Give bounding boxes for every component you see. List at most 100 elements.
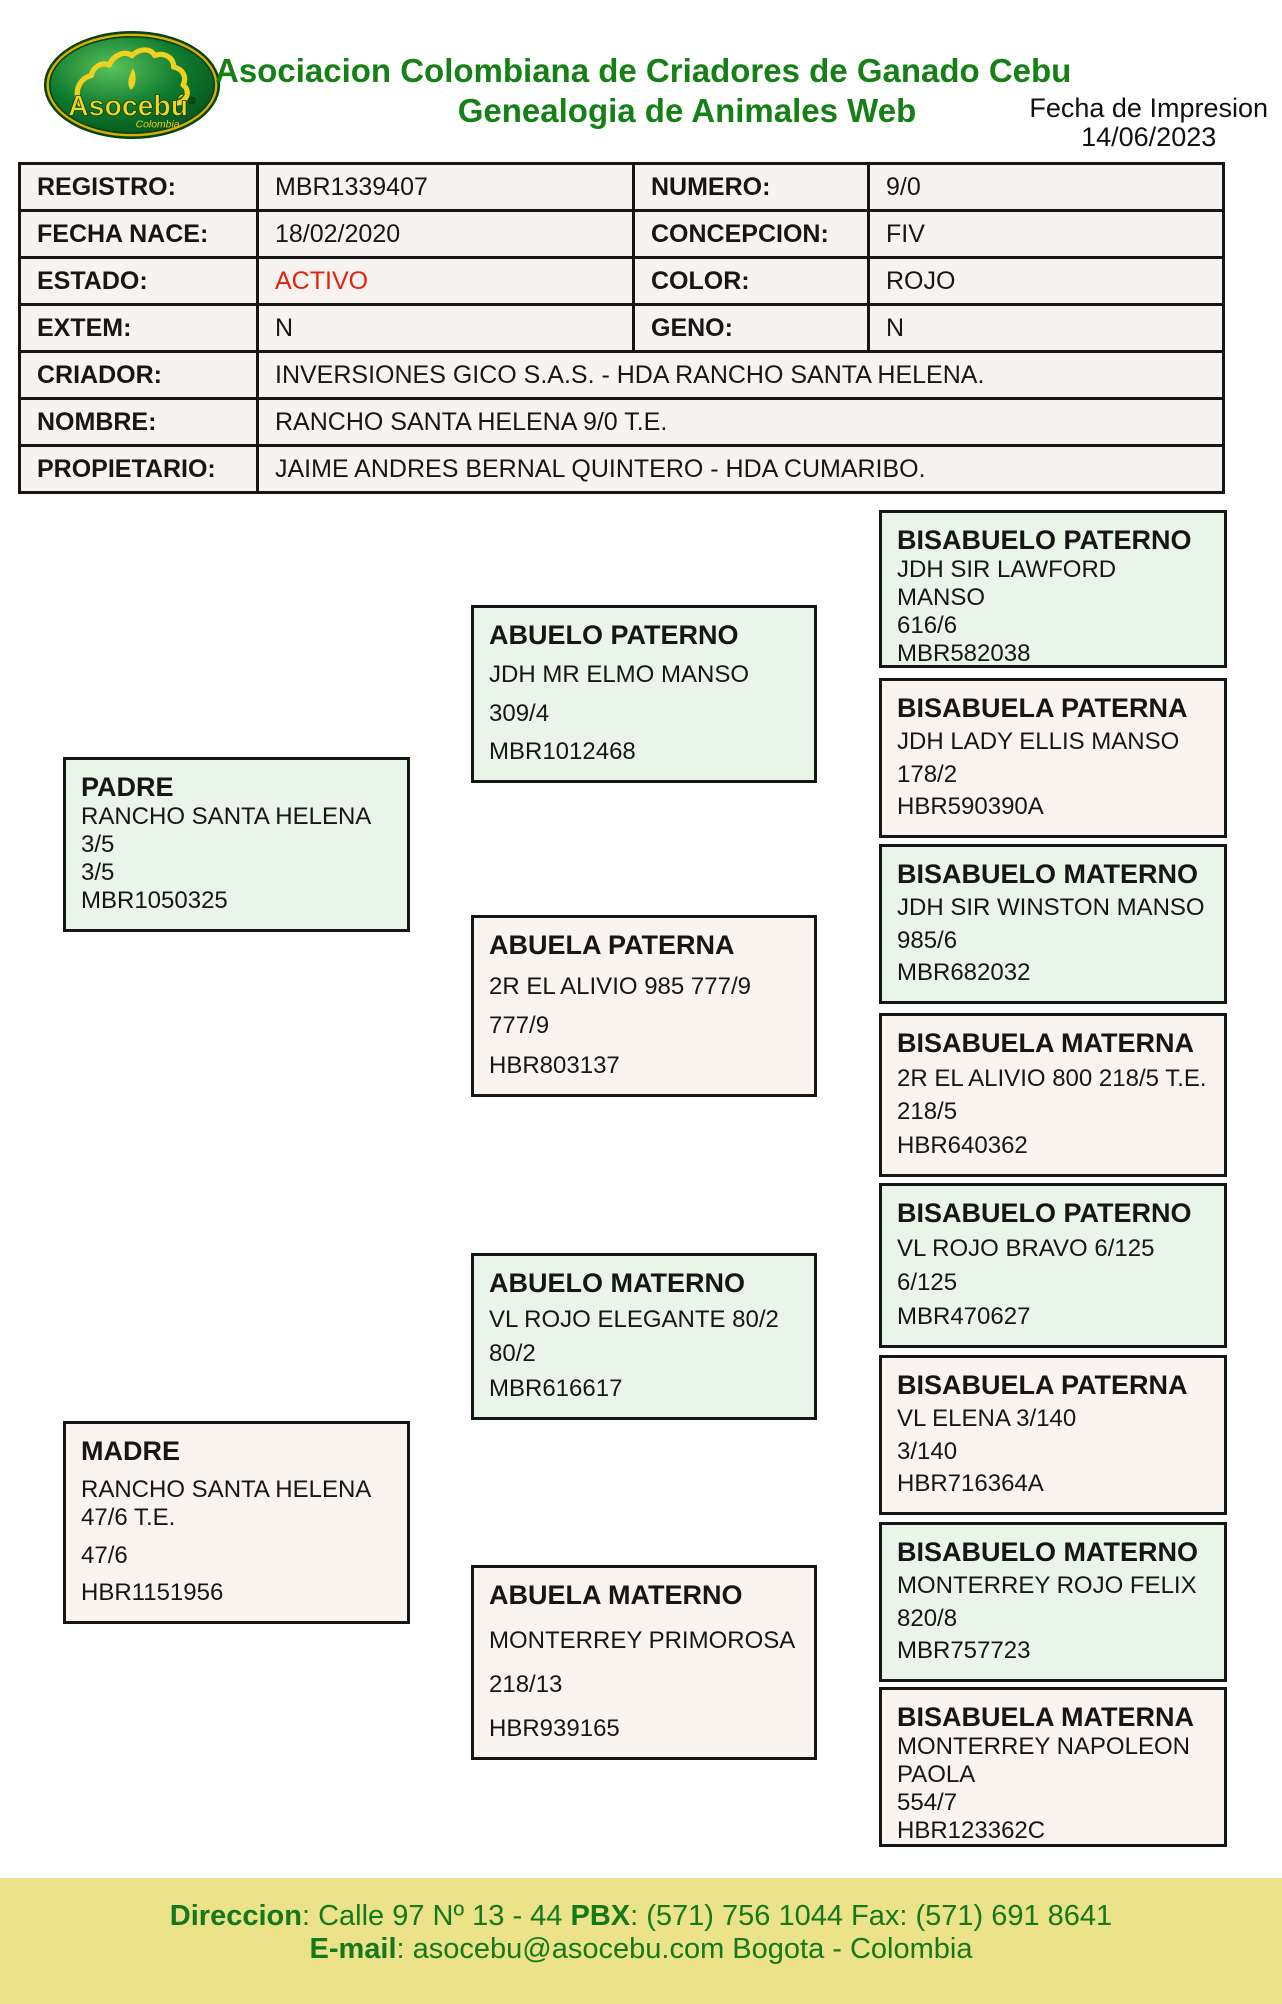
concepcion-label: CONCEPCION: (632, 209, 870, 259)
pedigree-box-abuela-paterna: ABUELA PATERNA 2R EL ALIVIO 985 777/9 77… (471, 915, 817, 1097)
pedigree-box-bisabuela-paterna-2: BISABUELA PATERNA VL ELENA 3/140 3/140 H… (879, 1355, 1227, 1515)
nombre-value: RANCHO SANTA HELENA 9/0 T.E. (256, 397, 1225, 447)
animal-registry: MBR682032 (897, 958, 1031, 986)
pedigree-box-bisabuelo-materno-1: BISABUELO MATERNO JDH SIR WINSTON MANSO … (879, 844, 1227, 1004)
color-label: COLOR: (632, 256, 870, 306)
cebu-cattle-outline-icon (74, 47, 190, 107)
pedigree-box-title: BISABUELA MATERNA (897, 1702, 1194, 1732)
print-date-value: 14/06/2023 (1081, 122, 1217, 152)
animal-registry: HBR803137 (489, 1051, 620, 1079)
animal-info-table: REGISTRO: MBR1339407 NUMERO: 9/0 FECHA N… (18, 162, 1225, 494)
pedigree-box-title: BISABUELA MATERNA (897, 1028, 1194, 1058)
animal-name: 2R EL ALIVIO 800 218/5 T.E. (897, 1064, 1207, 1092)
table-row: ESTADO: ACTIVO COLOR: ROJO (18, 256, 1225, 306)
pedigree-box-bisabuela-paterna-1: BISABUELA PATERNA JDH LADY ELLIS MANSO 1… (879, 678, 1227, 838)
pedigree-box-abuelo-paterno: ABUELO PATERNO JDH MR ELMO MANSO 309/4 M… (471, 605, 817, 783)
color-value: ROJO (867, 256, 1225, 306)
animal-name: VL ROJO BRAVO 6/125 (897, 1235, 1155, 1262)
animal-number: 3/140 (897, 1437, 958, 1465)
pedigree-box-title: ABUELO MATERNO (489, 1268, 745, 1298)
pedigree-box-title: PADRE (81, 772, 174, 802)
asocebu-logo: Asocebú® Colombia (43, 31, 221, 139)
footer-email-line: E-mail: asocebu@asocebu.com Bogota - Col… (0, 1933, 1282, 1966)
document-subtitle: Genealogia de Animales Web (457, 92, 917, 129)
animal-number: 80/2 (489, 1340, 536, 1368)
animal-name: JDH SIR WINSTON MANSO (897, 894, 1205, 922)
animal-name: JDH SIR LAWFORD MANSO (897, 556, 1117, 611)
criador-value: INVERSIONES GICO S.A.S. - HDA RANCHO SAN… (256, 350, 1225, 400)
pedigree-box-title: BISABUELO PATERNO (897, 1198, 1192, 1228)
table-row: REGISTRO: MBR1339407 NUMERO: 9/0 (18, 162, 1225, 212)
animal-registry: HBR939165 (489, 1715, 620, 1742)
pedigree-box-bisabuelo-materno-2: BISABUELO MATERNO MONTERREY ROJO FELIX 8… (879, 1522, 1227, 1682)
pedigree-box-title: BISABUELA PATERNA (897, 1370, 1188, 1400)
animal-registry: HBR640362 (897, 1131, 1028, 1159)
direccion-label: Direccion (169, 1900, 302, 1932)
animal-number: 218/5 (897, 1098, 958, 1126)
animal-number: 178/2 (897, 760, 958, 788)
pedigree-box-title: MADRE (81, 1436, 180, 1466)
animal-number: 554/7 (897, 1789, 958, 1816)
fecha-nace-value: 18/02/2020 (256, 209, 635, 259)
animal-name: RANCHO SANTA HELENA 3/5 (81, 803, 370, 858)
document-title: Asociacion Colombiana de Criadores de Ga… (215, 52, 1072, 89)
animal-number: 616/6 (897, 612, 958, 639)
numero-label: NUMERO: (632, 162, 870, 212)
animal-name: RANCHO SANTA HELENA 47/6 T.E. (81, 1476, 370, 1532)
animal-registry: HBR123362C (897, 1817, 1046, 1844)
logo-brand-text: Asocebú® (68, 90, 196, 122)
animal-number: 3/5 (81, 859, 115, 886)
pbx-value: : (571) 756 1044 Fax: (571) 691 8641 (630, 1900, 1113, 1932)
email-value: : asocebu@asocebu.com Bogota - Colombia (396, 1933, 973, 1965)
pedigree-box-title: BISABUELO MATERNO (897, 859, 1198, 889)
animal-number: 820/8 (897, 1604, 958, 1632)
pedigree-box-title: ABUELA MATERNO (489, 1580, 743, 1610)
logo-sub-text: Colombia (136, 120, 180, 131)
pedigree-box-abuelo-materno: ABUELO MATERNO VL ROJO ELEGANTE 80/2 80/… (471, 1253, 817, 1420)
animal-number: 47/6 (81, 1541, 128, 1569)
animal-registry: MBR616617 (489, 1374, 623, 1402)
table-row: EXTEM: N GENO: N (18, 303, 1225, 353)
pedigree-box-bisabuela-materna-2: BISABUELA MATERNA MONTERREY NAPOLEON PAO… (879, 1687, 1227, 1847)
extem-value: N (256, 303, 635, 353)
animal-name: VL ELENA 3/140 (897, 1405, 1077, 1433)
contact-footer: Direccion: Calle 97 Nº 13 - 44 PBX: (571… (0, 1878, 1282, 2004)
pedigree-box-title: ABUELO PATERNO (489, 620, 739, 650)
animal-registry: MBR1012468 (489, 737, 636, 765)
fecha-nace-label: FECHA NACE: (18, 209, 259, 259)
animal-name: JDH LADY ELLIS MANSO (897, 728, 1180, 756)
criador-label: CRIADOR: (18, 350, 259, 400)
pbx-label: PBX (570, 1900, 631, 1932)
animal-registry: HBR1151956 (81, 1578, 224, 1606)
print-date-label: Fecha de Impresion (1029, 93, 1268, 123)
pedigree-box-title: BISABUELA PATERNA (897, 693, 1188, 723)
pedigree-box-bisabuelo-paterno-2: BISABUELO PATERNO VL ROJO BRAVO 6/125 6/… (879, 1183, 1227, 1348)
table-row: CRIADOR: INVERSIONES GICO S.A.S. - HDA R… (18, 350, 1225, 400)
pedigree-box-abuela-materno: ABUELA MATERNO MONTERREY PRIMOROSA 218/1… (471, 1565, 817, 1760)
animal-number: 777/9 (489, 1012, 550, 1040)
animal-registry: MBR470627 (897, 1303, 1031, 1330)
footer-address-line: Direccion: Calle 97 Nº 13 - 44 PBX: (571… (0, 1900, 1282, 1933)
animal-registry: HBR716364A (897, 1469, 1044, 1497)
animal-number: 985/6 (897, 926, 958, 954)
estado-label: ESTADO: (18, 256, 259, 306)
pedigree-box-bisabuelo-paterno-1: BISABUELO PATERNO JDH SIR LAWFORD MANSO … (879, 510, 1227, 668)
concepcion-value: FIV (867, 209, 1225, 259)
pedigree-box-bisabuela-materna-1: BISABUELA MATERNA 2R EL ALIVIO 800 218/5… (879, 1013, 1227, 1177)
animal-name: 2R EL ALIVIO 985 777/9 (489, 972, 751, 1000)
pedigree-box-title: BISABUELO MATERNO (897, 1537, 1198, 1567)
extem-label: EXTEM: (18, 303, 259, 353)
estado-value: ACTIVO (256, 256, 635, 306)
registro-label: REGISTRO: (18, 162, 259, 212)
email-label: E-mail (309, 1933, 397, 1965)
propietario-value: JAIME ANDRES BERNAL QUINTERO - HDA CUMAR… (256, 444, 1225, 494)
animal-registry: MBR582038 (897, 640, 1031, 667)
animal-registry: MBR1050325 (81, 887, 228, 914)
animal-registry: HBR590390A (897, 792, 1044, 820)
cebu-ear-icon (128, 67, 136, 90)
geno-label: GENO: (632, 303, 870, 353)
animal-name: VL ROJO ELEGANTE 80/2 (489, 1305, 779, 1333)
pedigree-box-title: BISABUELO PATERNO (897, 525, 1192, 555)
animal-number: 218/13 (489, 1671, 563, 1698)
